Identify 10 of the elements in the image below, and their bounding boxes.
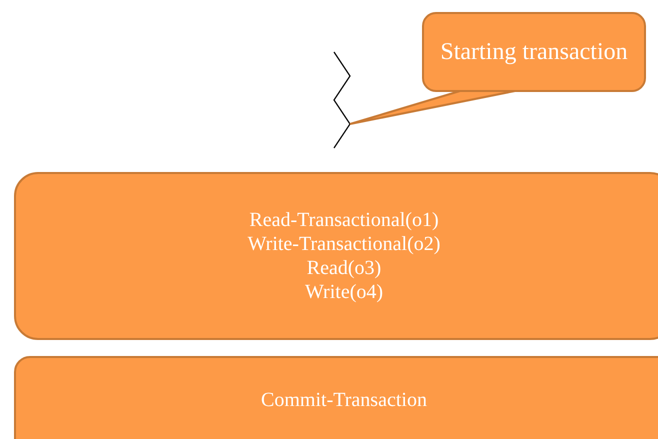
callout-text: Starting transaction: [440, 38, 628, 66]
callout-pointer: [349, 90, 516, 125]
step-text: Read-Transactional(o1): [249, 208, 439, 232]
zigzag-line: [334, 52, 350, 148]
process-box: [14, 172, 658, 340]
step-text: Read(o3): [306, 256, 382, 280]
process-box: [14, 356, 658, 439]
step-text: Write(o4): [304, 280, 384, 304]
step-text: Write-Transactional(o2): [248, 232, 440, 256]
step-text: Commit-Transaction: [261, 388, 427, 412]
